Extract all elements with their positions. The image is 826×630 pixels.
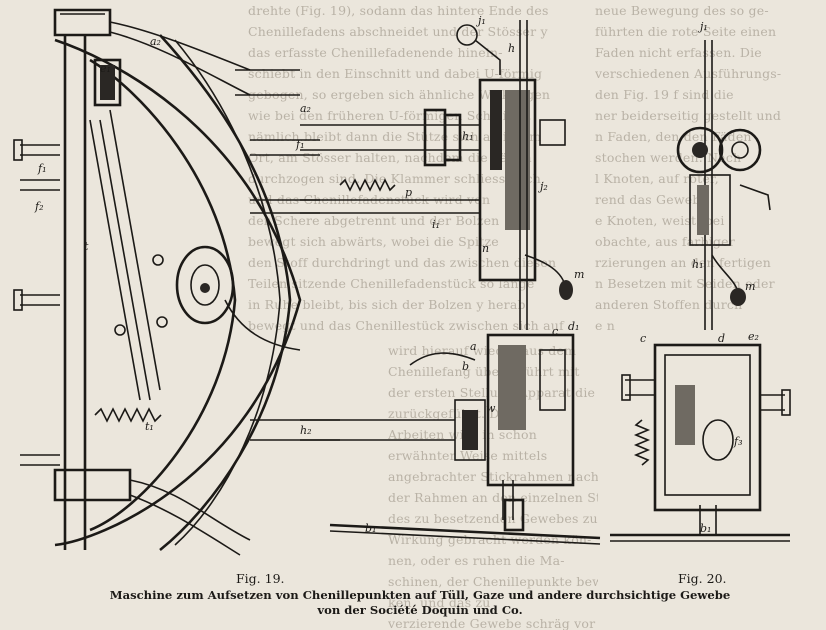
svg-text:e₂: e₂ — [748, 330, 759, 343]
svg-text:a: a — [470, 340, 477, 353]
svg-text:t₁: t₁ — [145, 420, 154, 433]
bleed-line: das Gewebe niederlegt (Fig. 19) und dami… — [248, 336, 588, 340]
svg-text:b₁: b₁ — [700, 522, 711, 535]
bleed-line: führten die rote Seite einen — [595, 24, 777, 39]
svg-text:w: w — [486, 402, 496, 415]
svg-text:e₁: e₁ — [100, 62, 111, 75]
svg-text:h₁: h₁ — [462, 130, 474, 143]
bleed-line: anderen Stoffen durch — [595, 297, 743, 312]
svg-text:j₁: j₁ — [697, 20, 708, 33]
svg-text:d₁: d₁ — [568, 320, 579, 333]
svg-text:t: t — [84, 240, 89, 253]
svg-text:b₁: b₁ — [365, 522, 376, 535]
engraving-figures: a₂ e₁ f₁ f₂ t t₁ — [13, 8, 791, 556]
svg-text:c: c — [552, 325, 558, 338]
svg-text:f₁: f₁ — [295, 138, 304, 151]
fig20-drawing: j₁ h₁ m c d e₂ f₃ b₁ — [610, 20, 791, 542]
bleed-line: verzierende Gewebe schräg vor — [388, 616, 596, 630]
svg-text:p: p — [405, 186, 412, 199]
bleed-line: des zu besetzenden Gewebes zur — [388, 511, 598, 526]
svg-text:j₁: j₁ — [475, 14, 486, 27]
bleed-line: das erfasste Chenillefadenende hinein- — [248, 45, 503, 60]
svg-text:a₂: a₂ — [150, 35, 161, 48]
fig19-needle-assembly: j₁ h a₂ f₁ p i₁ h₁ j₂ n m a c d₁ b h₂ w … — [295, 14, 601, 545]
svg-text:f₂: f₂ — [34, 200, 43, 213]
bleed-line: n Besetzen mit Seiden oder — [595, 276, 775, 291]
bleed-line: Chenillefadens abschneidet und der Stöss… — [248, 24, 548, 39]
bleed-line: e Knoten, weist, bei — [595, 213, 725, 228]
svg-text:d: d — [718, 332, 725, 345]
bleed-line: stochen werden. Nach — [595, 150, 742, 165]
svg-text:b: b — [462, 360, 469, 373]
bleed-line: e n — [595, 318, 616, 333]
figure-caption: Maschine zum Aufsetzen von Chenillepunkt… — [40, 588, 800, 618]
svg-text:m: m — [574, 268, 584, 281]
figure-19-label: Fig. 19. — [236, 571, 285, 586]
svg-text:h₂: h₂ — [300, 424, 312, 437]
svg-text:i₁: i₁ — [432, 218, 440, 231]
figure-20-label: Fig. 20. — [678, 571, 727, 586]
bleed-line: schinen, der Chenillepunkte bewir- — [388, 574, 598, 589]
bleed-line: l Knoten, auf roter, — [595, 171, 719, 186]
fig19-drawing: a₂ e₁ f₁ f₂ t t₁ — [13, 8, 340, 556]
svg-text:h: h — [508, 42, 515, 55]
svg-text:j₂: j₂ — [537, 180, 548, 193]
bleed-line: bewegt sich abwärts, wobei die Spitze — [248, 234, 499, 249]
svg-text:n: n — [482, 242, 489, 255]
bleed-line: neue Bewegung des so ge- — [595, 3, 769, 18]
svg-text:f₁: f₁ — [37, 162, 46, 175]
bleed-line: der Rahmen an den einzelnen Stellen — [388, 490, 598, 505]
svg-text:h₁: h₁ — [692, 258, 704, 271]
svg-text:a₂: a₂ — [300, 102, 311, 115]
bleed-line: drehte (Fig. 19), sodann das hintere End… — [248, 3, 549, 18]
svg-text:c: c — [640, 332, 646, 345]
bleed-line: bewegt und das Chenillestück zwischen si… — [248, 318, 564, 333]
bleed-line: Faden nicht erfassen. Die — [595, 45, 762, 60]
bleed-line: rend das Gewebe — [595, 192, 709, 207]
bleed-line: der Schere abgetrennt und der Bolzen — [248, 213, 500, 228]
caption-line-2: von der Société Doquin und Co. — [317, 603, 523, 617]
bleed-line: rzierungen an den fertigen — [595, 255, 772, 270]
bleed-line: verschiedenen Ausführungs- — [595, 66, 782, 81]
bleed-line: nen, oder es ruhen die Ma- — [388, 553, 565, 568]
svg-text:f₃: f₃ — [733, 435, 742, 448]
svg-text:m: m — [745, 280, 755, 293]
bleed-line: ken, und das zu — [388, 595, 491, 610]
bleed-line: n Faden, den den Fäden — [595, 129, 752, 144]
bleed-line: angebrachter Stickrahmen nach Bewegung — [388, 469, 598, 484]
caption-line-1: Maschine zum Aufsetzen von Chenillepunkt… — [109, 588, 731, 602]
bleed-line: den Fig. 19 f sind die — [595, 87, 734, 102]
bleed-line: ner beiderseitig gestellt und — [595, 108, 782, 123]
